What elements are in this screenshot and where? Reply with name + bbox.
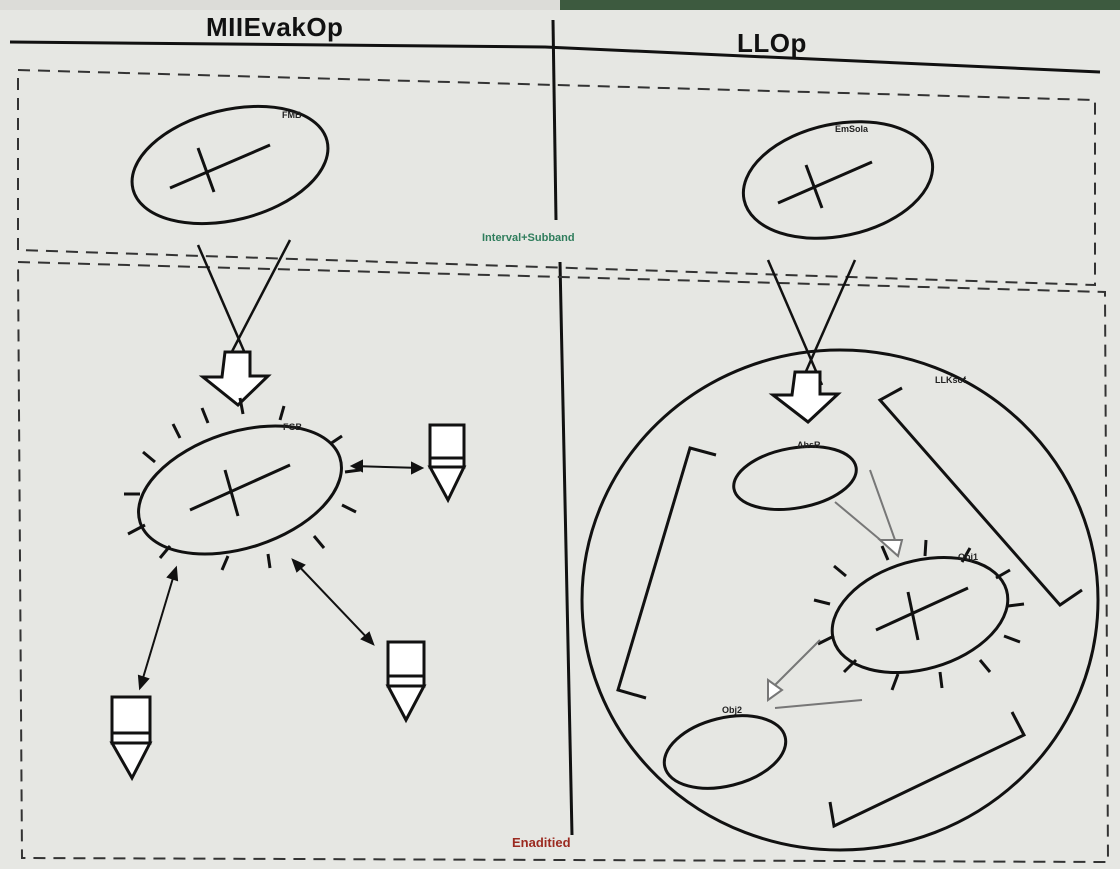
left-marker-mid <box>385 640 427 724</box>
middle-band-label: Interval+Subband <box>482 232 575 244</box>
bottom-dashed-box <box>16 260 1110 864</box>
right-bracket-left <box>616 446 717 700</box>
left-mid-ellipse-label: FGB <box>283 422 302 432</box>
right-cross-line-b <box>798 259 857 386</box>
right-gray-arrows <box>767 469 904 709</box>
right-top-ellipse <box>741 120 935 240</box>
center-divider-bottom <box>558 261 574 836</box>
right-spikes <box>813 539 1025 691</box>
left-marker-bottom <box>109 695 153 782</box>
left-double-arrows <box>137 459 425 691</box>
left-top-ellipse-label: FMB <box>282 110 302 120</box>
right-ellipse-c <box>662 714 788 790</box>
right-hollow-arrow <box>768 370 842 424</box>
left-hollow-arrow <box>198 350 272 407</box>
right-bracket-bottom <box>828 711 1027 829</box>
left-spiky-ellipse <box>137 424 343 556</box>
left-top-ellipse <box>130 104 330 226</box>
left-spikes <box>124 397 361 571</box>
center-divider-top <box>551 19 558 221</box>
right-circle-label: LLKsof <box>935 375 966 385</box>
left-cross-line-a <box>196 244 252 366</box>
top-edge-light <box>0 0 560 10</box>
top-dashed-box <box>17 68 1096 287</box>
bottom-band-label: Enaditied <box>512 835 571 850</box>
right-big-circle <box>580 348 1100 852</box>
right-spiky-ellipse <box>830 555 1010 675</box>
right-panel-header: LLOp <box>737 28 807 58</box>
header-rule <box>9 40 1101 74</box>
right-cross-line-a <box>766 259 824 386</box>
left-panel-header: MIIEvakOp <box>206 12 344 42</box>
left-marker-right <box>427 423 467 504</box>
right-top-ellipse-label: EmSola <box>835 124 869 134</box>
right-ellipse-c-label: Obj2 <box>722 705 743 715</box>
right-ellipse-b-label: Obj1 <box>958 552 979 562</box>
right-ellipse-a <box>732 445 858 511</box>
right-bracket-top <box>877 386 1083 607</box>
right-ellipse-a-label: AbsR <box>797 440 821 450</box>
top-edge-dark <box>560 0 1120 10</box>
left-cross-line-b <box>223 239 292 366</box>
